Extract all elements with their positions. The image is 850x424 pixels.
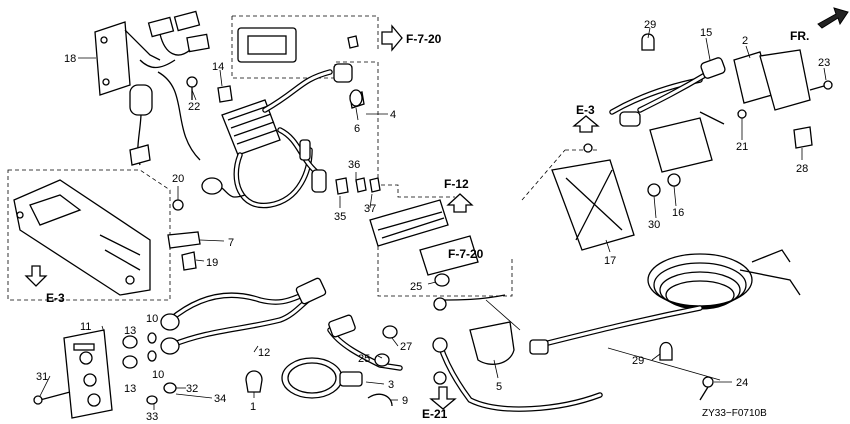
callout-20: 20 [172, 173, 184, 185]
callout-25a: 25 [410, 281, 422, 293]
front-label: FR. [790, 29, 809, 43]
ref-label-e3-right: E-3 [576, 103, 595, 117]
part-28-clip [793, 126, 813, 149]
callout-13b: 13 [124, 383, 136, 395]
f12-box [369, 199, 479, 276]
callout-19: 19 [206, 257, 218, 269]
main-coil [529, 249, 801, 355]
callout-33: 33 [146, 411, 158, 423]
callout-28: 28 [796, 163, 808, 175]
part-30-16-grommets [647, 173, 681, 197]
ref-arrow-f12: F-12 [444, 177, 474, 213]
part-18-connectors [129, 10, 210, 166]
part-4-harness [201, 27, 365, 209]
part-22-bolt [186, 76, 198, 100]
callout-9: 9 [402, 395, 408, 407]
callout-29b: 29 [632, 355, 644, 367]
callout-18: 18 [64, 53, 76, 65]
part-14-bolt [217, 85, 233, 103]
ref-arrow-f7-20-top: F-7-20 [381, 24, 442, 52]
part-23-bolt [809, 80, 833, 91]
leader-lines [39, 27, 827, 410]
front-direction-arrow: FR. [790, 7, 849, 43]
callout-2: 2 [742, 35, 748, 47]
ref-arrow-e21: E-21 [422, 386, 457, 421]
part-25-27-grommets [374, 273, 450, 367]
callout-30: 30 [648, 219, 660, 231]
callout-6: 6 [354, 123, 360, 135]
callout-3: 3 [388, 379, 394, 391]
ref-arrow-e3-left: E-3 [24, 265, 65, 305]
ref-label-f12: F-12 [444, 177, 469, 191]
part-11-panel [63, 329, 113, 419]
group-frame-top [231, 15, 455, 198]
part-20-bolt [172, 199, 184, 211]
group-frame-left [7, 169, 171, 301]
callout-29a: 29 [644, 19, 656, 31]
callout-27: 27 [400, 341, 412, 353]
ref-arrow-f7-20-mid: F-7-20 [448, 247, 484, 261]
group-frame-right [521, 149, 600, 201]
part-2-bracket [733, 49, 811, 111]
callout-7: 7 [228, 237, 234, 249]
callout-10b: 10 [152, 369, 164, 381]
callout-5: 5 [496, 381, 502, 393]
callout-12: 12 [258, 347, 270, 359]
part-6-grommet [349, 89, 363, 107]
part-7-plate [167, 231, 201, 249]
ref-label-e3-left: E-3 [46, 291, 65, 305]
part-29-clip-bottom [659, 341, 673, 361]
callout-4: 4 [390, 109, 396, 121]
part-e3-screw [583, 143, 593, 153]
ref-label-f7-20-top: F-7-20 [406, 32, 442, 46]
part-5-plug-cap [432, 321, 603, 412]
callout-1: 1 [250, 401, 256, 413]
part-9-clip [367, 393, 393, 407]
part-18-bracket [94, 21, 161, 96]
callout-35: 35 [334, 211, 346, 223]
callout-24: 24 [736, 377, 748, 389]
part-17-bracket [551, 159, 635, 251]
callout-25b: 25 [358, 353, 370, 365]
ref-label-e21: E-21 [422, 407, 448, 421]
part-31-screw [33, 391, 71, 405]
callout-17: 17 [604, 255, 616, 267]
callout-37: 37 [364, 203, 376, 215]
left-bracket-assembly [13, 179, 151, 296]
callout-16: 16 [672, 207, 684, 219]
callouts: 18 14 22 6 4 36 35 37 20 7 19 11 13 10 1… [36, 19, 830, 423]
part-15-regulator [609, 57, 726, 173]
part-13-10-grommets [122, 332, 157, 369]
ref-label-f7-20-mid: F-7-20 [448, 247, 484, 261]
part-32-33-fasteners [146, 382, 177, 405]
part-36-37-35-clips [335, 177, 381, 195]
part-1-clamp [245, 370, 263, 393]
callout-32: 32 [186, 383, 198, 395]
part-12-harness [160, 277, 327, 355]
callout-14: 14 [212, 61, 224, 73]
part-19-clip [181, 251, 197, 271]
group-frame-mid [377, 232, 513, 297]
callout-31: 31 [36, 371, 48, 383]
part-top-clip [347, 35, 359, 49]
drawing-code: ZY33−F0710B [702, 408, 767, 419]
callout-10a: 10 [146, 313, 158, 325]
callout-23: 23 [818, 57, 830, 69]
part-24-bolt [699, 376, 714, 401]
callout-15: 15 [700, 27, 712, 39]
part-ground-cable [433, 294, 506, 311]
ref-arrow-e3-right: E-3 [572, 103, 600, 133]
callout-36: 36 [348, 159, 360, 171]
callout-21: 21 [736, 141, 748, 153]
part-29-clip-top [641, 33, 655, 51]
callout-34: 34 [214, 393, 226, 405]
callout-22: 22 [188, 101, 200, 113]
part-21-bolt [737, 109, 747, 119]
callout-11: 11 [80, 321, 91, 333]
callout-13a: 13 [124, 325, 136, 337]
